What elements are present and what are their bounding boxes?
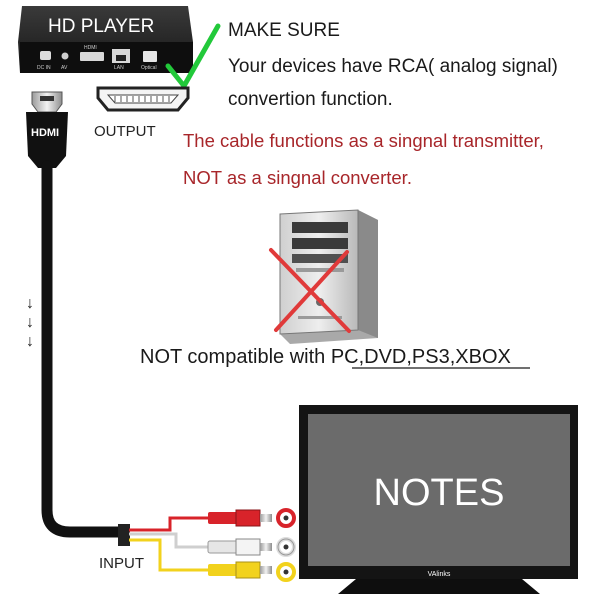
hdmi-output-port (96, 86, 190, 112)
warning-line-2: NOT as a singnal converter. (183, 167, 412, 188)
compatibility-devices: PC,DVD,PS3,XBOX (330, 346, 511, 368)
input-label: INPUT (99, 555, 144, 572)
av-port (61, 52, 69, 60)
dc-in-port (40, 51, 51, 60)
tv-screen-text: NOTES (374, 472, 505, 514)
make-sure-heading: MAKE SURE (228, 20, 340, 41)
compatibility-note: NOT compatible with PC,DVD,PS3,XBOX (140, 346, 511, 369)
rca-plug-red (208, 509, 272, 527)
warning-line-1: The cable functions as a singnal transmi… (183, 130, 544, 151)
hdmi-port (80, 52, 104, 61)
optical-port (143, 51, 157, 62)
hdmi-cable (41, 160, 130, 538)
hdmi-plug-label: HDMI (31, 127, 59, 139)
port-label-dc-in: DC IN (37, 65, 51, 71)
cross-icon (269, 248, 351, 333)
rca-jacks (276, 508, 296, 582)
hd-player: HD PLAYER DC IN AV HDMI LAN Optical (18, 6, 193, 73)
output-label: OUTPUT (94, 123, 156, 140)
pc-tower (279, 209, 378, 344)
port-label-hdmi: HDMI (84, 45, 97, 51)
tv-brand: VAlinks (428, 571, 451, 578)
make-sure-line-1: Your devices have RCA( analog signal) (228, 56, 558, 77)
rca-cables (129, 516, 212, 572)
tv: NOTES VAlinks (299, 405, 578, 594)
port-label-optical: Optical (141, 65, 157, 71)
down-arrows: ↓ ↓ ↓ (26, 294, 34, 351)
down-arrow-icon: ↓ (26, 314, 34, 331)
make-sure-line-2: convertion function. (228, 89, 393, 110)
cable-junction (118, 524, 130, 546)
rca-plug-white (207, 538, 272, 556)
port-label-av: AV (61, 65, 68, 71)
down-arrow-icon: ↓ (26, 333, 34, 350)
down-arrow-icon: ↓ (26, 295, 34, 312)
port-label-lan: LAN (114, 65, 124, 71)
tv-screen (308, 414, 570, 566)
compatibility-prefix: NOT compatible with (140, 346, 331, 368)
check-icon (165, 23, 221, 89)
player-title: HD PLAYER (48, 16, 154, 37)
rca-plug-yellow (208, 561, 272, 579)
hdmi-plug: HDMI (26, 91, 68, 168)
